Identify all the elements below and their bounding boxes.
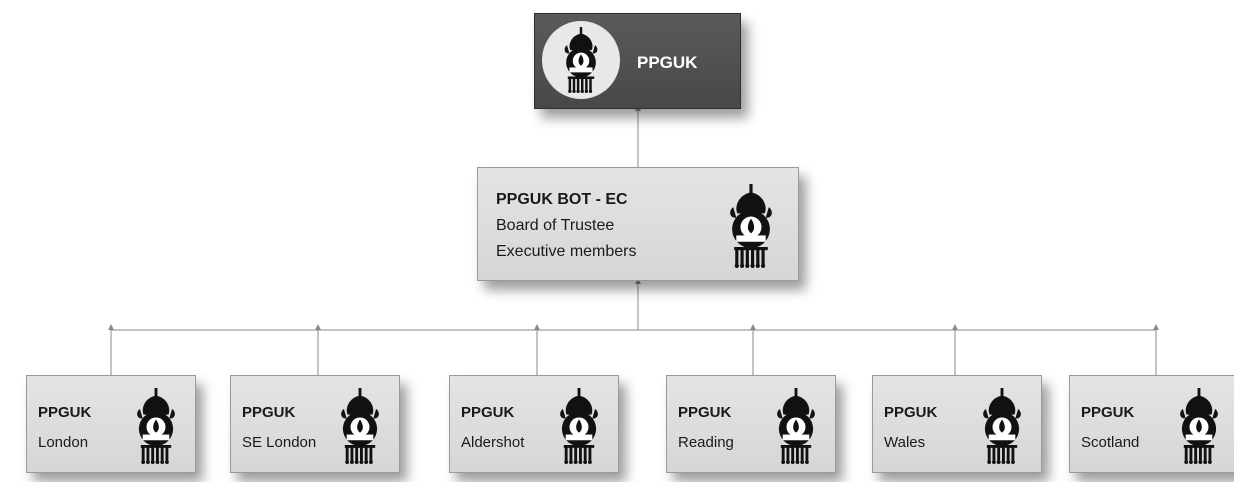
branch-title: PPGUK (678, 404, 732, 421)
branch-location: SE London (242, 434, 317, 451)
branch-title: PPGUK (242, 404, 296, 421)
ppguk-logo-icon (335, 388, 385, 464)
node-branch-reading: PPGUK Reading (666, 375, 836, 473)
root-label: PPGUK (637, 53, 698, 72)
board-title: PPGUK BOT - EC (496, 191, 628, 208)
node-branch-scotland: PPGUK Scotland (1069, 375, 1234, 473)
ppguk-logo-icon (131, 388, 181, 464)
logo-badge (542, 21, 620, 99)
board-line-2: Executive members (496, 243, 637, 260)
branch-location: Reading (678, 434, 734, 451)
branch-location: Aldershot (461, 434, 525, 451)
branch-title: PPGUK (38, 404, 92, 421)
node-branch-se-london: PPGUK SE London (230, 375, 400, 473)
board-line-1: Board of Trustee (496, 217, 615, 234)
branch-title: PPGUK (1081, 404, 1135, 421)
node-board-of-trustee: PPGUK BOT - EC Board of Trustee Executiv… (477, 167, 799, 281)
node-branch-london: PPGUK London (26, 375, 196, 473)
node-branch-wales: PPGUK Wales (872, 375, 1042, 473)
branch-location: Wales (884, 434, 926, 451)
ppguk-logo-icon (1174, 388, 1224, 464)
ppguk-logo-icon (554, 388, 604, 464)
node-ppguk-root: PPGUK (534, 13, 741, 109)
branch-location: Scotland (1081, 434, 1140, 451)
ppguk-logo-icon (556, 27, 606, 93)
node-branch-aldershot: PPGUK Aldershot (449, 375, 619, 473)
ppguk-logo-icon (977, 388, 1027, 464)
branch-title: PPGUK (461, 404, 515, 421)
branch-location: London (38, 434, 89, 451)
branch-title: PPGUK (884, 404, 938, 421)
ppguk-logo-icon (771, 388, 821, 464)
ppguk-logo-icon (724, 184, 778, 268)
